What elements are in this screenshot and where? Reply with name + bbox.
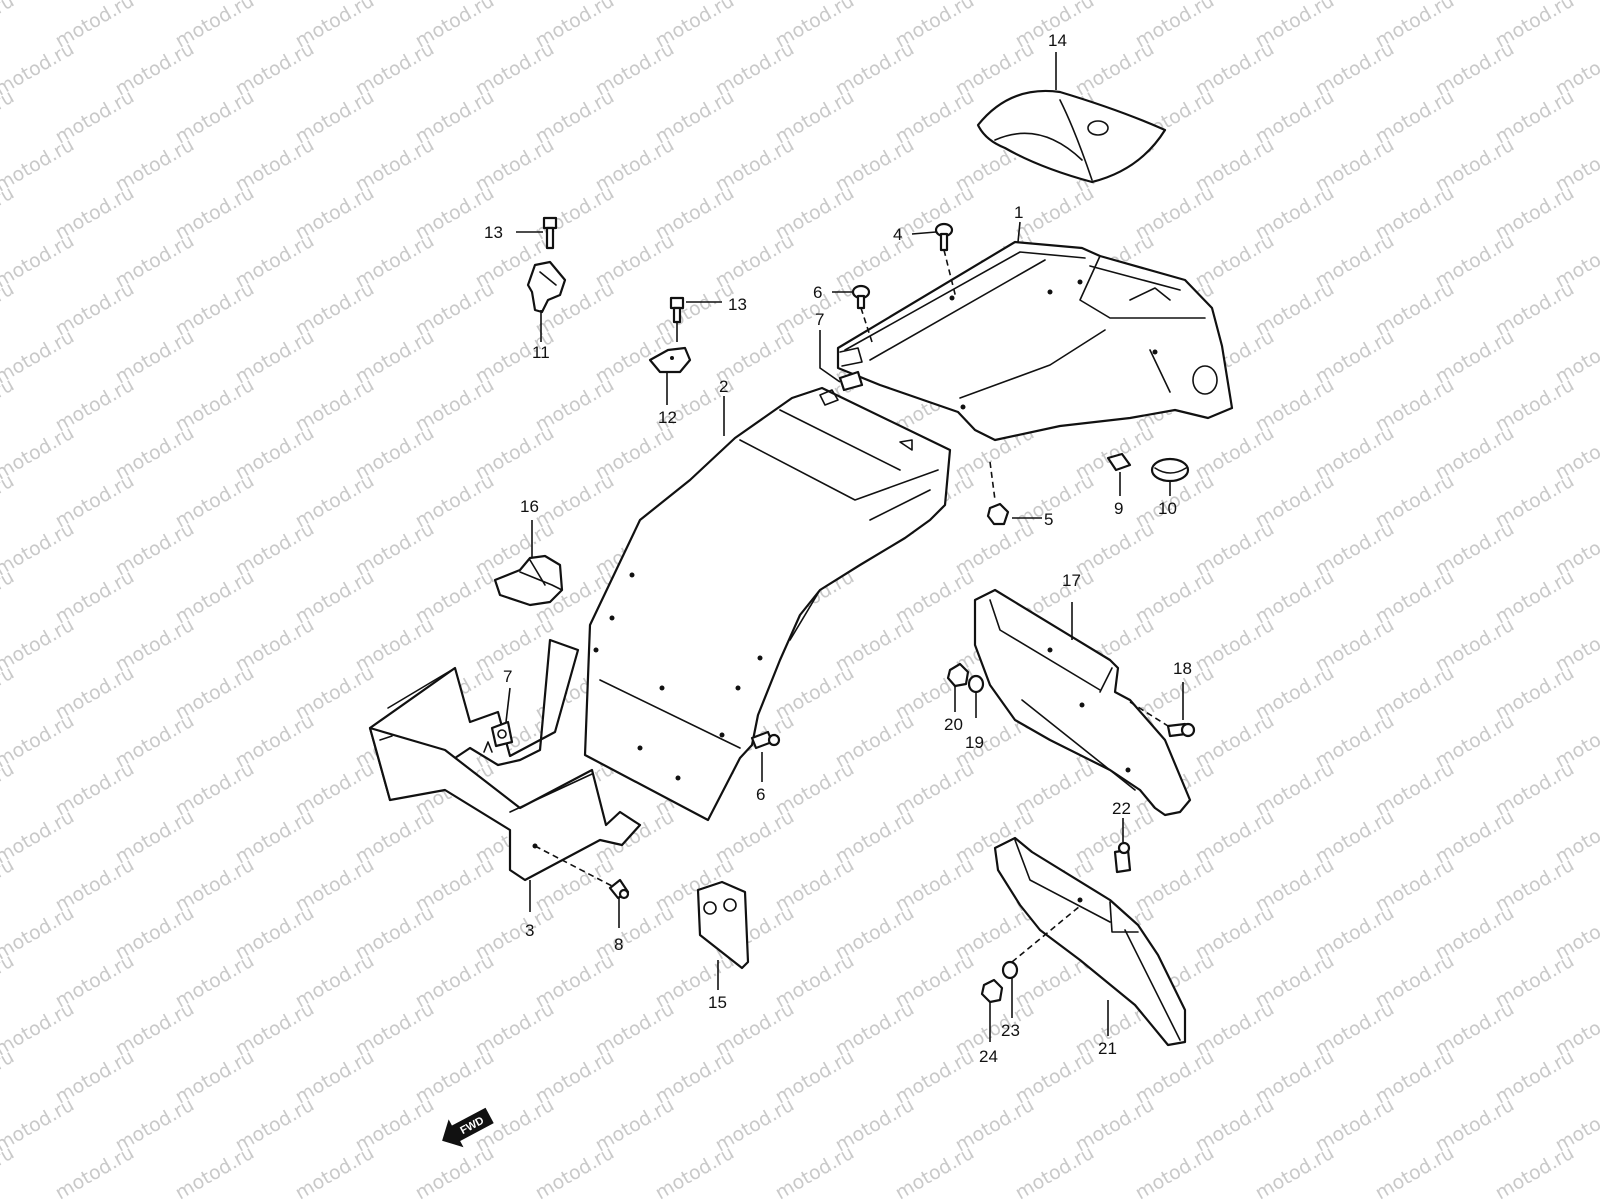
watermark-text: motod.ru — [0, 0, 18, 52]
callout-6-upper: 6 — [813, 283, 822, 302]
part-10-cushion — [1150, 457, 1190, 483]
callout-22: 22 — [1112, 799, 1131, 818]
watermark-text: motod.ru — [652, 1142, 738, 1200]
callout-1: 1 — [1014, 203, 1023, 222]
callout-11: 11 — [532, 343, 550, 362]
part-6b-screw — [750, 730, 781, 750]
leader-lines — [505, 52, 1184, 1042]
watermark-text: motod.ru — [0, 758, 18, 821]
watermark-text: motod.ru — [172, 1142, 258, 1200]
watermark-text: motod.ru — [1252, 1142, 1338, 1200]
callout-21: 21 — [1098, 1039, 1117, 1058]
watermark-text: motod.ru — [0, 902, 78, 965]
callout-18: 18 — [1173, 659, 1192, 678]
watermark-text: motod.ru — [0, 470, 18, 533]
part-20-nut — [946, 662, 970, 688]
part-6a-screw — [851, 284, 871, 310]
callout-2: 2 — [719, 377, 728, 396]
callout-7-lower: 7 — [503, 667, 512, 686]
part-24-nut — [980, 978, 1004, 1004]
callout-7-upper: 7 — [815, 310, 824, 329]
part-4-screw — [934, 222, 954, 252]
watermark-text: motod.ru — [52, 1142, 138, 1200]
callout-9: 9 — [1114, 499, 1123, 518]
part-13a-bolt — [542, 216, 558, 250]
part-3-lower-mudguard — [368, 638, 642, 882]
callout-19: 19 — [965, 733, 984, 752]
callout-5: 5 — [1044, 510, 1053, 529]
watermark-text: motod.ru — [0, 1046, 18, 1109]
callout-13-mid: 13 — [728, 295, 747, 314]
watermark-text: motod.ru — [0, 326, 78, 389]
arrow-forward-icon — [442, 1107, 494, 1148]
callout-16: 16 — [520, 497, 539, 516]
watermark-text: motod.ru — [892, 1142, 978, 1200]
watermark-text: motod.ru — [0, 182, 18, 245]
part-15-plate — [696, 880, 750, 970]
part-12-bracket — [648, 346, 692, 374]
watermark-text: motod.ru — [1132, 1142, 1218, 1200]
watermark-text: motod.ru — [0, 518, 78, 581]
part-18-bolt — [1166, 722, 1196, 738]
watermark-text: motod.ru — [0, 854, 18, 917]
watermark-text: motod.ru — [412, 1142, 498, 1200]
callout-14: 14 — [1048, 31, 1067, 50]
watermark-text: motod.ru — [292, 1142, 378, 1200]
callout-24: 24 — [979, 1047, 998, 1066]
part-19-washer — [967, 674, 985, 694]
hardware-parts — [490, 216, 1196, 1004]
watermark-text: motod.ru — [0, 134, 78, 197]
watermark-text: motod.ru — [0, 950, 18, 1013]
watermark-text: motod.ru — [0, 662, 18, 725]
watermark-text: motod.ru — [0, 38, 78, 101]
callout-20: 20 — [944, 715, 963, 734]
part-13b-bolt — [669, 296, 685, 324]
watermark-text: motod.ru — [0, 1142, 18, 1200]
watermark-text: motod.ru — [0, 998, 78, 1061]
watermark-text: motod.ru — [1492, 1142, 1578, 1200]
part-17-side-bracket — [973, 588, 1192, 817]
callout-13-left: 13 — [484, 223, 503, 242]
watermark-text: motod.ru — [772, 1142, 858, 1200]
part-9-grommet — [1106, 452, 1132, 472]
watermark-text: motod.ru — [0, 1094, 78, 1157]
watermark-text: motod.ru — [0, 806, 78, 869]
part-11-bracket — [526, 260, 567, 314]
callout-4: 4 — [893, 225, 902, 244]
callout-12: 12 — [658, 408, 677, 427]
watermark-text: motod.ru — [0, 614, 78, 677]
watermark-text: motod.ru — [0, 278, 18, 341]
watermark-text: motod.ru — [1372, 1142, 1458, 1200]
part-5-nut — [986, 502, 1010, 526]
watermark-text: motod.ru — [0, 422, 78, 485]
part-1-rear-fender-upper — [836, 240, 1234, 442]
watermark-text: motod.ru — [532, 1142, 618, 1200]
watermark-text: motod.ru — [0, 566, 18, 629]
callout-15: 15 — [708, 993, 727, 1012]
part-8-screw — [608, 878, 630, 900]
callout-8: 8 — [614, 935, 623, 954]
part-7a-clip-nut — [838, 370, 864, 392]
watermark-text: motod.ru — [1012, 1142, 1098, 1200]
part-22-bolt — [1113, 841, 1132, 874]
callout-10: 10 — [1158, 499, 1177, 518]
callout-numbers: 14 1 4 6 7 2 13 11 13 12 5 9 10 16 7 6 3… — [484, 31, 1192, 1066]
callout-3: 3 — [525, 921, 534, 940]
watermark-text: motod.ru — [0, 230, 78, 293]
fwd-direction-badge: FWD — [442, 1107, 494, 1148]
watermark-text: motod.ru — [0, 86, 18, 149]
callout-23: 23 — [1001, 1021, 1020, 1040]
part-14-seat-bag — [976, 89, 1167, 184]
part-7b-clip-nut — [490, 720, 514, 748]
callout-17: 17 — [1062, 571, 1081, 590]
part-21-plate-bracket — [993, 836, 1187, 1047]
watermark-text: motod.ru — [0, 374, 18, 437]
watermark-text: motod.ru — [0, 710, 78, 773]
callout-6-lower: 6 — [756, 785, 765, 804]
part-16-clip — [493, 554, 564, 607]
part-2-rear-fender-main — [583, 386, 952, 822]
part-23-washer — [1001, 960, 1019, 980]
